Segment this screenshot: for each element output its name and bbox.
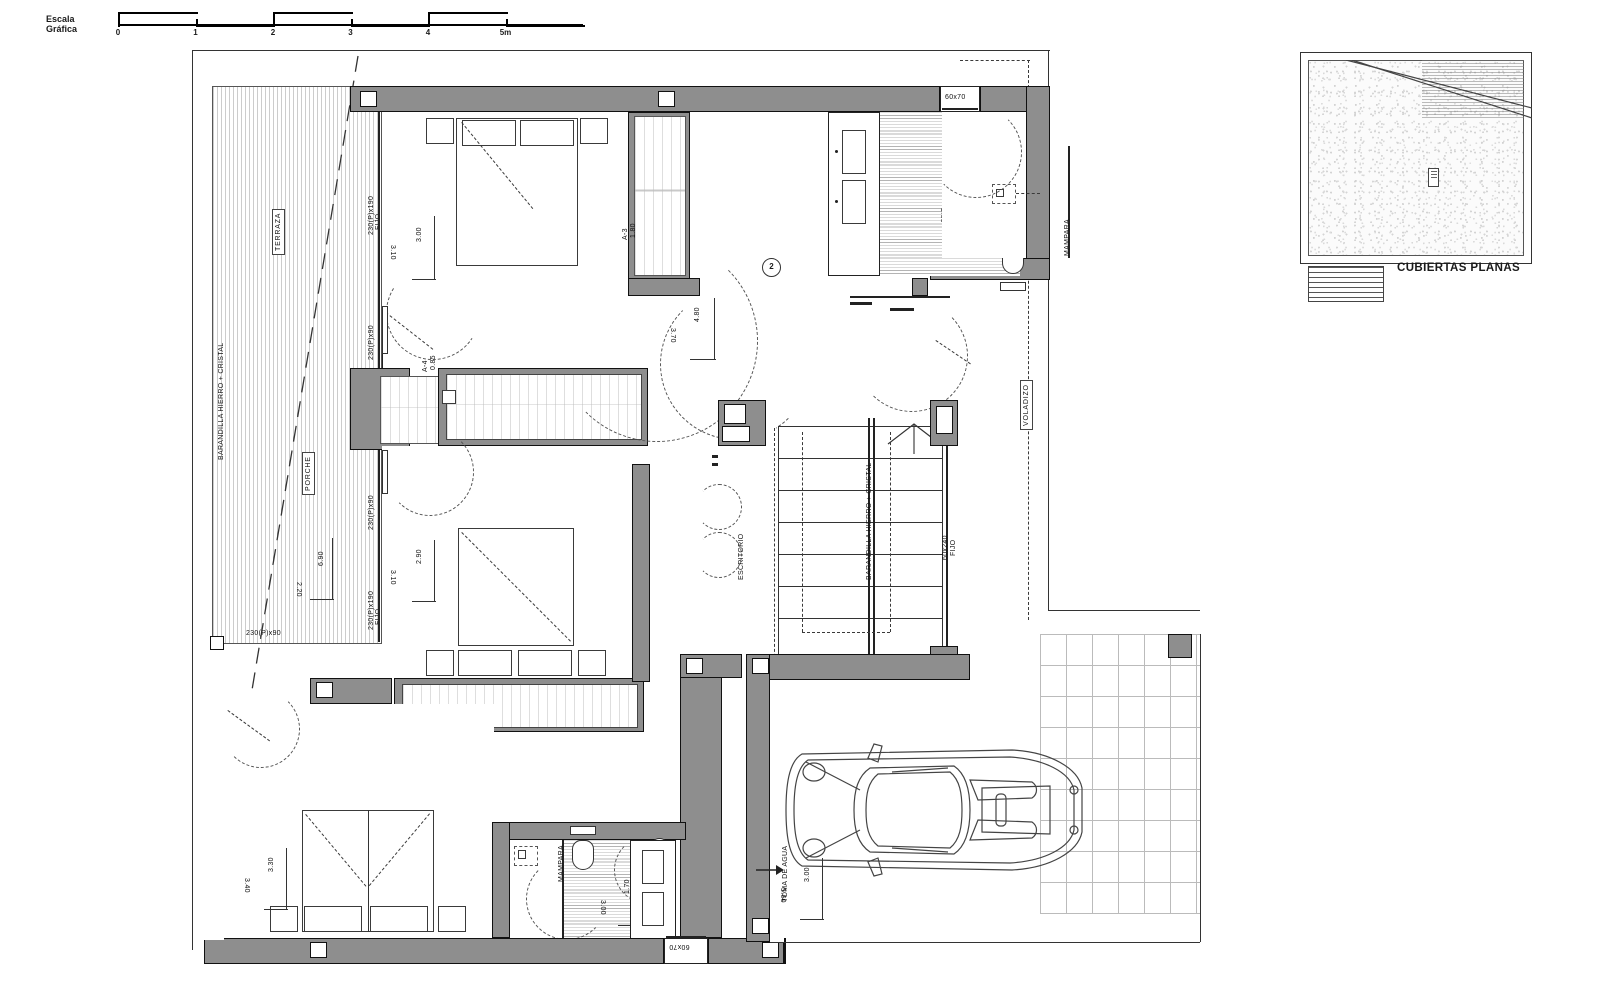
opening-label-door-porche-w: 230(P)x90 — [246, 630, 281, 637]
dimension-bedroom-sw — [250, 848, 288, 910]
scale-tick: 4 — [425, 28, 431, 37]
opening-label-win-terrace-s: 230(P)x190 — [368, 590, 375, 630]
nightstand — [426, 118, 454, 144]
dimension-porche — [298, 538, 334, 600]
car-plan-icon — [785, 743, 1083, 877]
wardrobe-label-A-3: A-3 — [622, 228, 629, 240]
driveway-paving — [1040, 634, 1200, 914]
opening-label-win-terrace-n: 230(P)x190 — [368, 195, 375, 235]
wall-south-west — [204, 938, 664, 964]
dimension-bedroom-middle — [398, 540, 436, 602]
scale-tick: 3 — [348, 28, 353, 37]
scale-tick: 5m — [499, 28, 512, 37]
terraza-deck — [212, 86, 382, 644]
opening-label-door-terrace-n: 230(P)x90 — [368, 325, 375, 360]
roof-stair-icon — [1308, 266, 1384, 302]
pillow — [462, 120, 516, 146]
bed-middle — [458, 528, 574, 646]
room-label-voladizo: VOLADIZO — [1020, 380, 1033, 430]
nightstand — [426, 650, 454, 676]
room-label-porche: PORCHE — [302, 452, 315, 495]
roof-key-caption: CUBIERTAS PLANAS — [1397, 262, 1521, 274]
mampara-bath-2-glass — [1068, 146, 1071, 258]
roof-key-diagram — [1300, 52, 1532, 302]
scale-tick: 1 — [193, 28, 198, 37]
nightstand — [438, 906, 466, 932]
cistern-bath-1 — [570, 826, 596, 835]
wall-garage-west — [746, 654, 770, 942]
railing-label-west: BARANDILLA HIERRO + CRISTAL — [218, 342, 225, 460]
pillow — [520, 120, 574, 146]
opening-label-win-bath2-top: 60x70 — [945, 94, 966, 101]
voladizo-boundary — [1028, 60, 1029, 620]
graphic-scale-title: Escala Gráfica — [46, 14, 78, 34]
roof-louvre-strip — [1422, 60, 1524, 120]
dimension-garage — [786, 858, 824, 920]
wall-bath1-west — [492, 822, 510, 938]
floor-plan-drawing: TERRAZA PORCHE BARANDILLA HIERRO + CRIST… — [190, 50, 1201, 964]
opening-label-win-bath1-bottom: 60x70 — [669, 943, 690, 950]
water-supply-icon — [756, 865, 784, 875]
nightstand — [578, 650, 606, 676]
nightstand — [580, 118, 608, 144]
room-label-terraza: TERRAZA — [272, 208, 285, 255]
wall-east-upper — [1026, 86, 1050, 276]
mampara-label-bath-2: MAMPARA — [1064, 219, 1071, 256]
wall-hall-east — [680, 674, 722, 938]
cistern-bath-2 — [1000, 282, 1026, 291]
dimension-bedroom-north — [398, 216, 436, 280]
opening-label-win-stair-east: 60x240 — [942, 535, 949, 560]
wall-north — [350, 86, 940, 112]
wall-garage-north — [746, 654, 970, 680]
opening-label-door-terrace-mid: 230(P)x90 — [368, 495, 375, 530]
wall-west-lower — [204, 690, 224, 940]
roof-drain-icon — [1428, 168, 1439, 187]
railing-label-stair: BARANDILLA HIERRO + CRISTAL — [866, 462, 873, 580]
wardrobe-label-A-4: A-4 — [422, 360, 429, 372]
scale-tick: 2 — [270, 28, 276, 37]
nightstand — [270, 906, 298, 932]
scale-ruler: 0 1 2 3 4 5m — [116, 12, 585, 37]
wall-garage-south — [784, 938, 786, 964]
scale-tick: 0 — [115, 28, 121, 37]
window-bath1-south — [664, 938, 708, 964]
section-marker-2[interactable]: 2 — [762, 258, 781, 277]
